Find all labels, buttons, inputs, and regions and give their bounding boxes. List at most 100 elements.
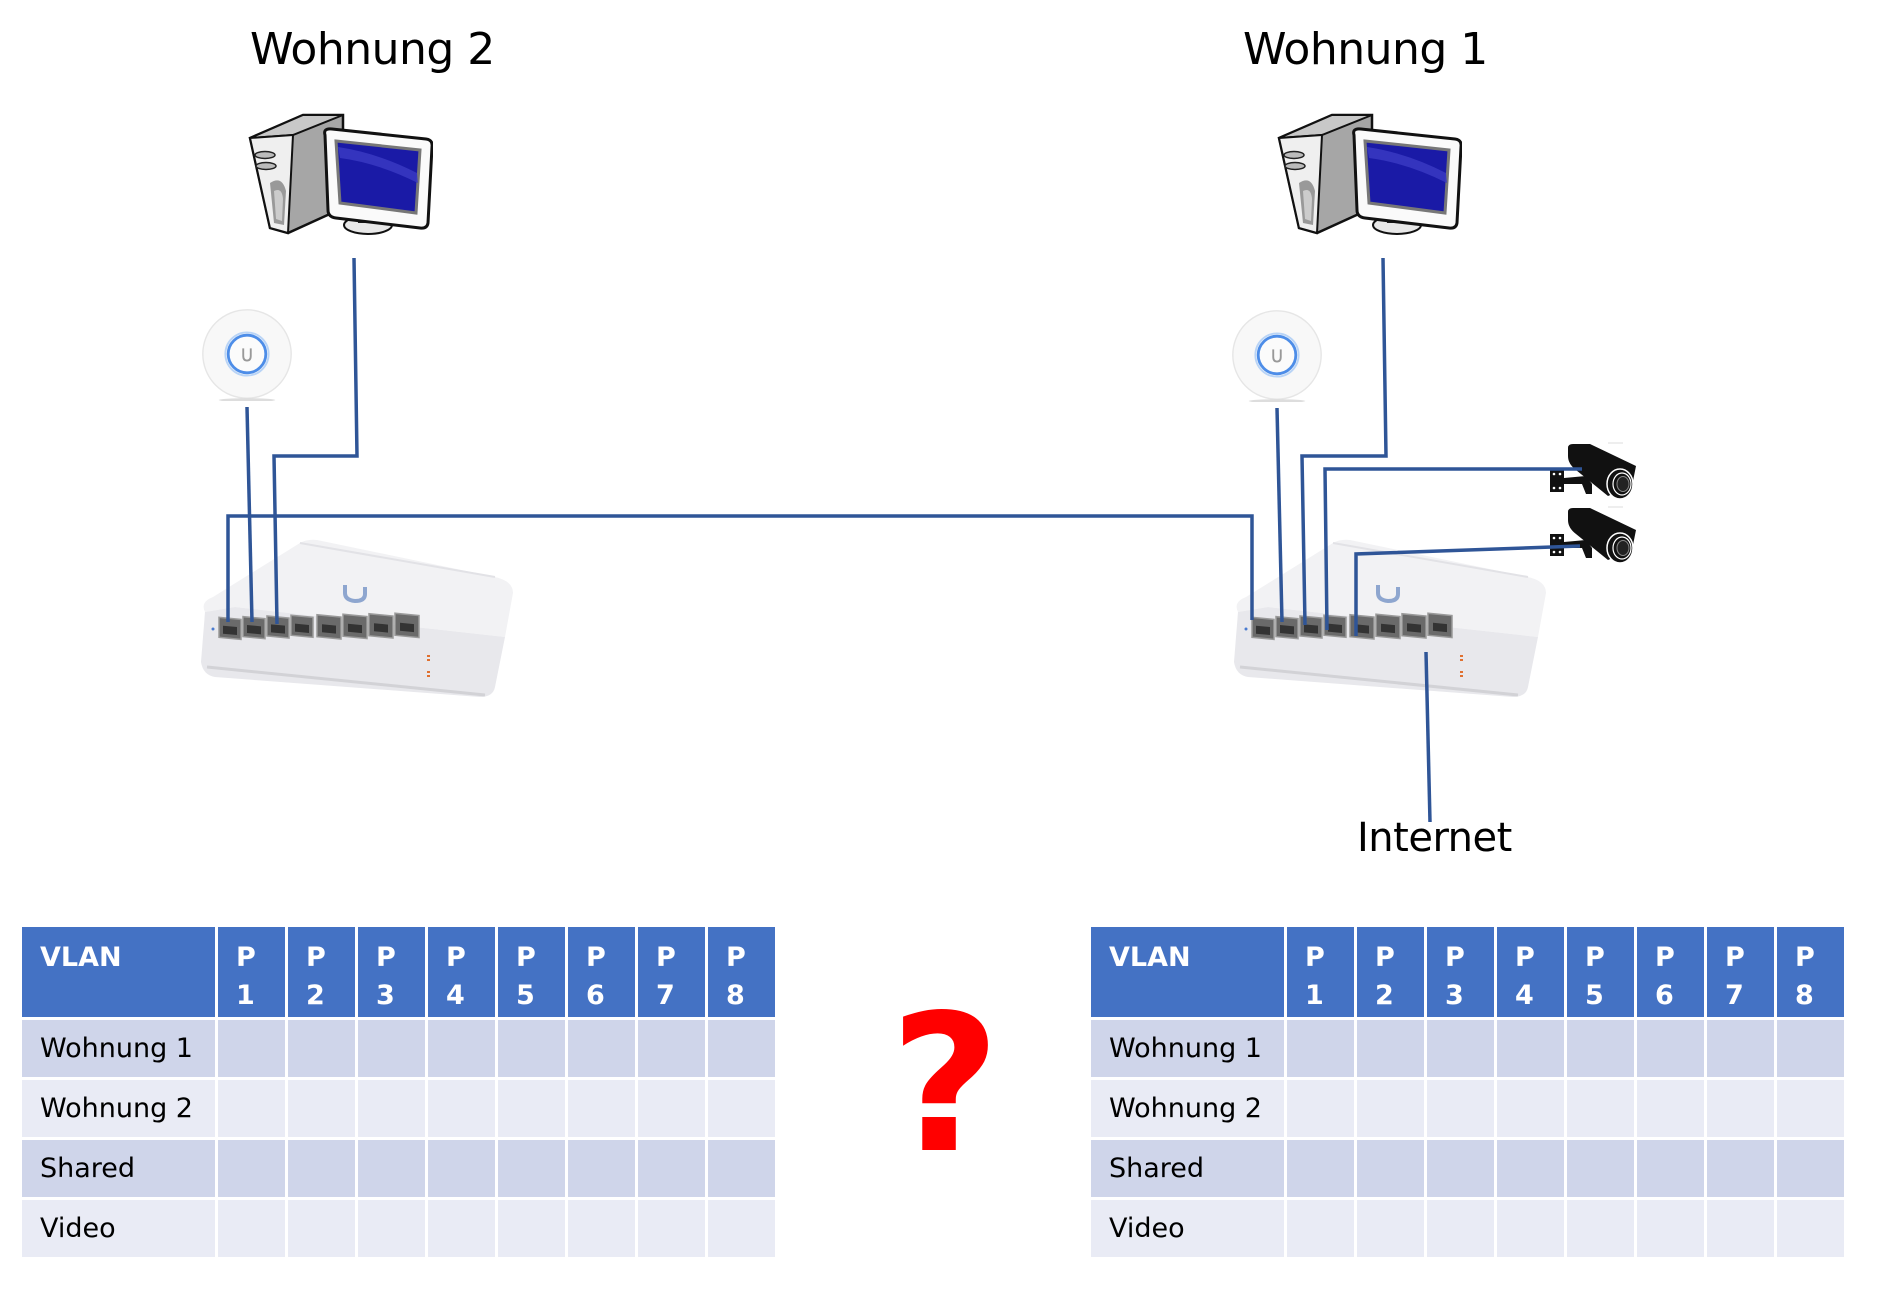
- table-cell: [218, 1020, 285, 1077]
- table-cell: [1637, 1200, 1704, 1257]
- table-cell: [568, 1200, 635, 1257]
- access-point-wohnung-1: [1231, 309, 1323, 402]
- table-row: Video: [22, 1200, 775, 1257]
- table-cell: [1637, 1080, 1704, 1137]
- cable-computer-wohnung-1: [1300, 257, 1388, 626]
- table-cell: [1637, 1020, 1704, 1077]
- table-cell: [428, 1020, 495, 1077]
- table-cell: [568, 1020, 635, 1077]
- table-cell: [498, 1140, 565, 1197]
- table-cell: [1427, 1200, 1494, 1257]
- table-row: Video: [1091, 1200, 1844, 1257]
- table-cell: [638, 1020, 705, 1077]
- table-cell: [218, 1140, 285, 1197]
- table-cell: [1707, 1200, 1774, 1257]
- table-cell: [1777, 1080, 1844, 1137]
- location-title-wohnung-2: Wohnung 2: [250, 24, 495, 75]
- row-label: Wohnung 2: [1091, 1080, 1284, 1137]
- table-cell: [1567, 1020, 1634, 1077]
- row-label: Shared: [1091, 1140, 1284, 1197]
- table-cell: [358, 1140, 425, 1197]
- cable-ap-wohnung-1: [1275, 407, 1284, 623]
- table-cell: [1777, 1140, 1844, 1197]
- table-cell: [1427, 1140, 1494, 1197]
- computer-wohnung-1: [1277, 113, 1462, 236]
- camera-2: [1549, 506, 1637, 564]
- row-label: Wohnung 2: [22, 1080, 215, 1137]
- table-cell: [1777, 1020, 1844, 1077]
- table-cell: [1707, 1080, 1774, 1137]
- table-cell: [358, 1020, 425, 1077]
- table-cell: [1357, 1200, 1424, 1257]
- question-mark-icon: ?: [890, 974, 1001, 1195]
- header-vlan: VLAN: [22, 927, 215, 1017]
- cable-ap-wohnung-2: [245, 406, 254, 623]
- table-cell: [1357, 1140, 1424, 1197]
- table-cell: [1497, 1080, 1564, 1137]
- table-cell: [1287, 1020, 1354, 1077]
- table-cell: [1567, 1140, 1634, 1197]
- switch-wohnung-2: [199, 537, 515, 699]
- access-point-wohnung-2: [201, 308, 293, 401]
- row-label: Video: [22, 1200, 215, 1257]
- table-row: Shared: [1091, 1140, 1844, 1197]
- table-cell: [1567, 1080, 1634, 1137]
- table-cell: [218, 1080, 285, 1137]
- table-cell: [708, 1080, 775, 1137]
- table-cell: [708, 1020, 775, 1077]
- table-cell: [498, 1200, 565, 1257]
- table-cell: [1287, 1140, 1354, 1197]
- table-cell: [1427, 1020, 1494, 1077]
- cable-uplink-between-switches: [226, 514, 1254, 622]
- internet-label: Internet: [1357, 815, 1512, 861]
- table-row: Shared: [22, 1140, 775, 1197]
- table-cell: [1357, 1020, 1424, 1077]
- table-cell: [288, 1140, 355, 1197]
- table-cell: [218, 1200, 285, 1257]
- table-cell: [288, 1020, 355, 1077]
- table-cell: [1707, 1140, 1774, 1197]
- table-row: Wohnung 2: [22, 1080, 775, 1137]
- table-cell: [428, 1080, 495, 1137]
- table-cell: [708, 1200, 775, 1257]
- table-cell: [1497, 1020, 1564, 1077]
- table-cell: [638, 1200, 705, 1257]
- table-cell: [1637, 1140, 1704, 1197]
- network-diagram: [199, 113, 1637, 823]
- table-cell: [1497, 1200, 1564, 1257]
- table-cell: [708, 1140, 775, 1197]
- cable-camera-1: [1323, 467, 1582, 631]
- table-cell: [638, 1140, 705, 1197]
- location-title-wohnung-1: Wohnung 1: [1243, 24, 1488, 75]
- row-label: Wohnung 1: [22, 1020, 215, 1077]
- table-cell: [1567, 1200, 1634, 1257]
- table-row: Wohnung 1: [22, 1020, 775, 1077]
- table-cell: [498, 1020, 565, 1077]
- table-cell: [1497, 1140, 1564, 1197]
- table-cell: [1287, 1080, 1354, 1137]
- table-cell: [428, 1200, 495, 1257]
- table-cell: [638, 1080, 705, 1137]
- table-cell: [1707, 1020, 1774, 1077]
- table-cell: [428, 1140, 495, 1197]
- row-label: Wohnung 1: [1091, 1020, 1284, 1077]
- table-row: Wohnung 1: [1091, 1020, 1844, 1077]
- table-row: Wohnung 2: [1091, 1080, 1844, 1137]
